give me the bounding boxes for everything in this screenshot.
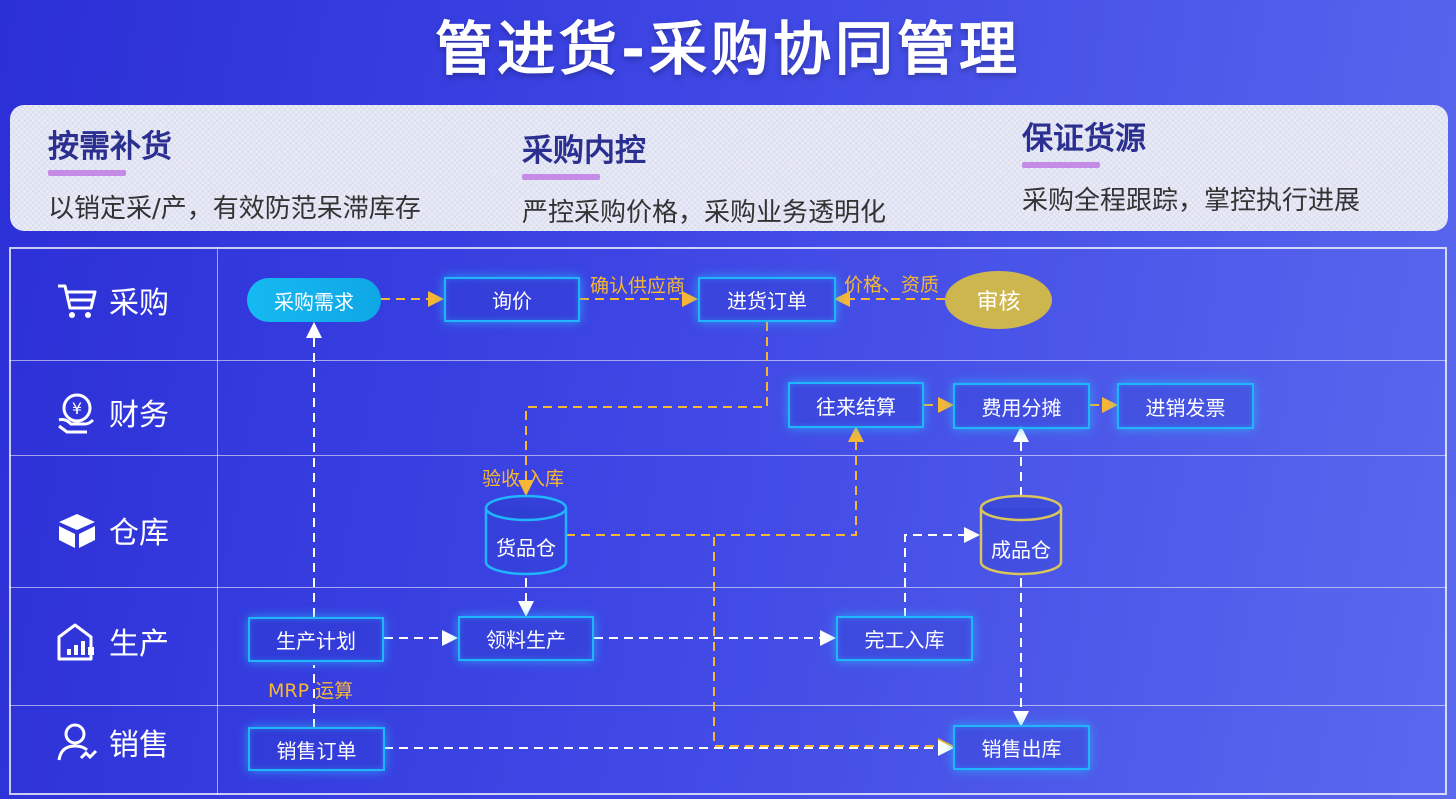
cart-icon [58, 284, 97, 318]
node-invoice: 进销发票 [1117, 383, 1254, 429]
node-completion-stock-in: 完工入库 [836, 616, 973, 661]
lane-label-text: 生产 [109, 627, 169, 662]
feature-purchase-control: 采购内控 严控采购价格，采购业务透明化 [522, 125, 886, 229]
node-finished-warehouse: 成品仓 [991, 538, 1051, 562]
lane-finance: ¥ 财务 [55, 390, 169, 434]
edge-label-price-quality: 价格、资质 [844, 274, 940, 296]
feature-demand-replenish: 按需补货 以销定采/产，有效防范呆滞库存 [48, 121, 421, 225]
sales-person-icon [57, 723, 98, 761]
lane-warehouse: 仓库 [55, 508, 169, 552]
edge-po-to-goods-wh [518, 322, 768, 496]
lane-divider-vertical [217, 247, 218, 795]
node-sales-outbound: 销售出库 [953, 725, 1090, 770]
node-material-production: 领料生产 [458, 616, 594, 661]
node-purchase-demand: 采购需求 [247, 278, 381, 322]
node-audit: 审核 [945, 271, 1052, 329]
feature-desc: 采购全程跟踪，掌控执行进展 [1022, 186, 1361, 216]
feature-supply-guarantee: 保证货源 采购全程跟踪，掌控执行进展 [1022, 113, 1360, 217]
node-goods-warehouse: 货品仓 [496, 536, 556, 560]
lane-label-text: 采购 [109, 286, 169, 321]
lane-label-text: 销售 [109, 728, 169, 763]
feature-heading: 保证货源 [1022, 121, 1146, 157]
edge-complete-to-finished-wh [904, 527, 980, 617]
lane-label-text: 仓库 [109, 516, 169, 551]
goods-warehouse-cylinder [484, 494, 568, 576]
node-purchase-order: 进货订单 [698, 277, 836, 322]
lane-sales: 销售 [55, 720, 169, 764]
lane-divider [9, 360, 1447, 361]
node-cost-allocation: 费用分摊 [953, 383, 1090, 429]
heading-underline [48, 170, 126, 176]
lane-label-text: 财务 [109, 398, 169, 433]
feature-desc: 严控采购价格，采购业务透明化 [522, 198, 887, 228]
factory-icon [57, 623, 94, 661]
node-inquiry: 询价 [444, 277, 580, 322]
finance-icon: ¥ [58, 393, 95, 434]
lane-divider [9, 705, 1447, 706]
finished-warehouse-cylinder [979, 494, 1063, 576]
feature-heading: 采购内控 [522, 133, 646, 169]
lane-divider [9, 455, 1447, 456]
lane-purchase: 采购 [55, 278, 169, 322]
feature-desc: 以销定采/产，有效防范呆滞库存 [48, 194, 421, 224]
feature-banner: 按需补货 以销定采/产，有效防范呆滞库存 采购内控 严控采购价格，采购业务透明化… [10, 105, 1448, 231]
lane-production: 生产 [55, 619, 169, 663]
node-sales-order: 销售订单 [248, 727, 385, 771]
heading-underline [522, 174, 600, 180]
node-production-plan: 生产计划 [248, 617, 384, 662]
heading-underline [1022, 162, 1100, 168]
page-title: 管进货-采购协同管理 [434, 15, 1022, 83]
edge-goods-wh-to-settle [566, 426, 864, 536]
node-settlement: 往来结算 [788, 382, 924, 428]
edge-label-inspect: 验收 入库 [482, 468, 565, 490]
feature-heading: 按需补货 [48, 129, 172, 165]
edge-label-confirm-supplier: 确认供应商 [590, 275, 686, 297]
svg-text:¥: ¥ [72, 399, 82, 418]
swimlane-diagram [9, 247, 1447, 795]
edge-label-mrp: MRP 运算 [268, 680, 354, 702]
box-icon [59, 514, 95, 548]
lane-divider [9, 587, 1447, 588]
